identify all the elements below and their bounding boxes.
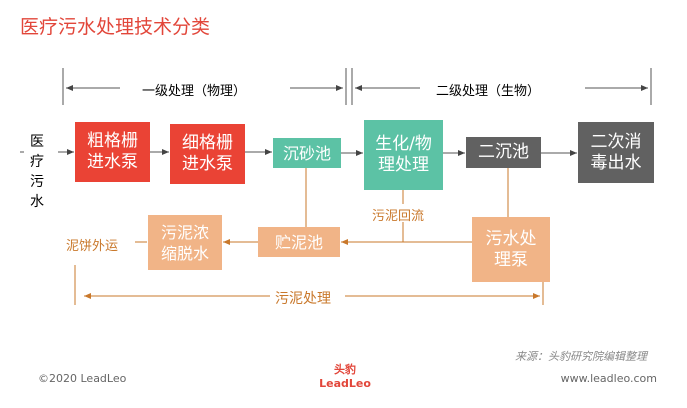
fine-screen-box: 细格栅进水泵 bbox=[170, 124, 245, 184]
source-note: 来源：头豹研究院编辑整理 bbox=[515, 350, 647, 363]
copyright: ©2020 LeadLeo bbox=[38, 372, 127, 385]
coarse-screen-box: 粗格栅进水泵 bbox=[75, 122, 150, 182]
sludge-tank-box: 贮泥池 bbox=[258, 227, 340, 257]
logo-text: 头豹 LeadLeo bbox=[319, 363, 371, 390]
website-url[interactable]: www.leadleo.com bbox=[560, 372, 657, 385]
treatment-pump-box: 污水处理泵 bbox=[472, 217, 550, 282]
secondary-clarifier-box: 二沉池 bbox=[466, 137, 541, 168]
bio-treatment-box: 生化/物理处理 bbox=[364, 120, 443, 190]
dewatering-box: 污泥浓缩脱水 bbox=[148, 215, 222, 270]
page-title: 医疗污水处理技术分类 bbox=[20, 16, 211, 38]
stage-primary-label: 一级处理（物理） bbox=[138, 80, 251, 99]
sludge-treatment-label: 污泥处理 bbox=[275, 291, 331, 307]
input-label: 医疗污水 bbox=[30, 134, 44, 210]
cake-transport-label: 泥饼外运 bbox=[66, 239, 119, 254]
disinfection-box: 二次消毒出水 bbox=[578, 122, 654, 183]
grit-chamber-box: 沉砂池 bbox=[273, 138, 341, 168]
leadleo-logo: 头豹 LeadLeo bbox=[315, 363, 375, 393]
stage-secondary-label: 二级处理（生物） bbox=[432, 80, 545, 99]
sludge-return-label: 污泥回流 bbox=[372, 209, 425, 224]
